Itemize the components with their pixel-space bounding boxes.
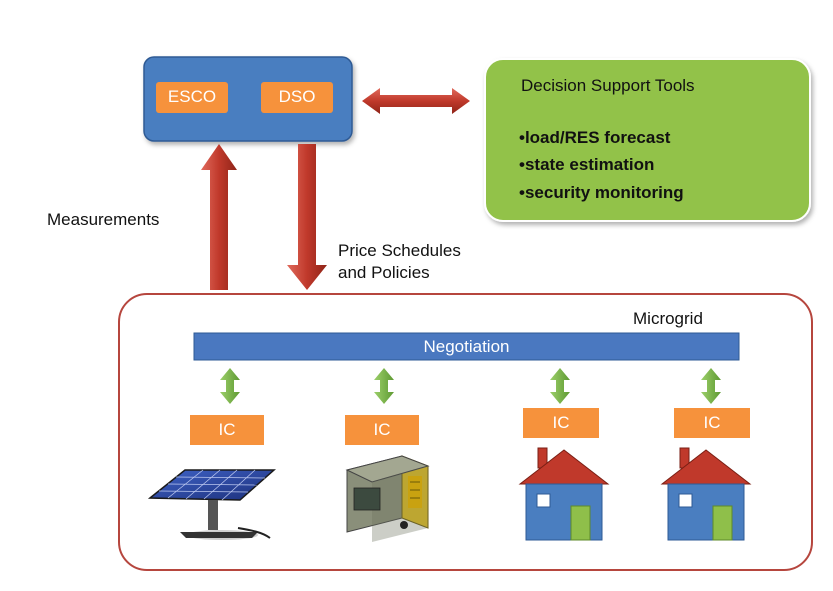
green-arrow xyxy=(220,368,240,404)
esco-box xyxy=(156,82,228,113)
green-arrow xyxy=(701,368,721,404)
negotiation-bar xyxy=(193,332,740,361)
ic-box xyxy=(190,415,264,445)
double-arrow-horizontal xyxy=(362,88,470,114)
measurements-arrow xyxy=(201,144,237,290)
negotiation-label: Negotiation xyxy=(423,337,510,356)
ic-box xyxy=(345,415,419,445)
decision-support-item: •state estimation xyxy=(519,155,655,174)
solar-panel-icon xyxy=(147,469,276,540)
decision-support-item: •load/RES forecast xyxy=(519,128,671,147)
ic-label: IC xyxy=(218,420,236,439)
price-schedules-arrow xyxy=(287,144,327,290)
microgrid-container xyxy=(118,293,813,571)
dso-box xyxy=(261,82,333,113)
ic-box xyxy=(523,408,599,438)
operator-box xyxy=(143,56,353,142)
decision-support-title: Decision Support Tools xyxy=(521,76,695,95)
esco-label: ESCO xyxy=(167,87,217,106)
microgrid-label: Microgrid xyxy=(633,309,703,328)
decision-support-item: •security monitoring xyxy=(519,183,684,202)
house-icon xyxy=(518,447,610,541)
ic-box xyxy=(674,408,750,438)
policies-label: and Policies xyxy=(338,263,430,282)
decision-support-box xyxy=(484,58,811,222)
measurements-label: Measurements xyxy=(47,210,160,229)
house-icon xyxy=(660,447,752,541)
generator-icon xyxy=(345,455,430,542)
price-schedules-label: Price Schedules xyxy=(338,241,461,260)
dso-label: DSO xyxy=(278,87,316,106)
green-arrow xyxy=(374,368,394,404)
green-arrow xyxy=(550,368,570,404)
ic-label: IC xyxy=(373,420,391,439)
ic-label: IC xyxy=(703,413,721,432)
ic-label: IC xyxy=(552,413,570,432)
